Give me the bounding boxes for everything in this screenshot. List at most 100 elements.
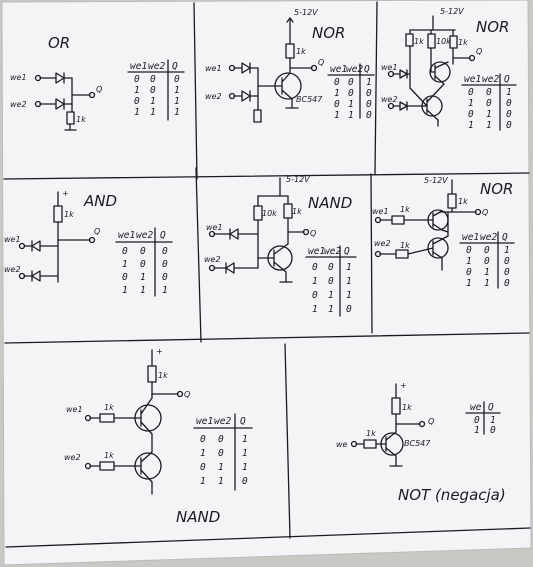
panel-and: AND + 1k we1 we2 Q we1 we2 Q 0 0 0 1 <box>4 189 173 297</box>
table-header: Q <box>502 232 508 243</box>
panel-nand-diode: NAND 5-12V 10k 1k we1 we2 Q w <box>204 175 357 317</box>
output-label: Q <box>482 208 488 217</box>
table-header: Q <box>160 230 166 241</box>
supply-label: + <box>400 381 407 390</box>
table-cell: 0 <box>348 88 354 99</box>
table-cell: 0 <box>466 267 472 278</box>
input-label: we1 <box>66 405 83 414</box>
table-cell: 0 <box>474 415 480 426</box>
table-cell: 1 <box>328 290 334 301</box>
table-cell: 1 <box>174 96 180 107</box>
table-cell: 1 <box>468 98 474 109</box>
table-cell: 1 <box>200 448 206 459</box>
table-cell: 1 <box>484 267 490 278</box>
table-cell: 1 <box>346 262 352 273</box>
table-cell: 0 <box>334 77 340 88</box>
table-cell: 1 <box>466 256 472 267</box>
nand-series-circuit <box>84 349 184 495</box>
table-cell: 0 <box>486 98 492 109</box>
panel-title: NAND <box>308 194 352 212</box>
truth-table: we1 we2 Q 0 0 1 1 0 1 0 1 1 1 1 0 <box>305 245 357 317</box>
table-cell: 1 <box>134 85 140 96</box>
table-cell: 1 <box>140 272 146 283</box>
table-cell: 0 <box>150 85 156 96</box>
table-cell: 0 <box>312 290 318 301</box>
supply-label: + <box>156 347 163 356</box>
resistor-label: 1k <box>296 47 306 56</box>
table-cell: 0 <box>140 259 146 270</box>
table-cell: 0 <box>506 98 512 109</box>
resistor-label: 10k <box>436 37 451 46</box>
table-header: Q <box>364 64 370 75</box>
resistor-label: 1k <box>64 210 74 219</box>
table-cell: 1 <box>504 245 510 256</box>
output-label: Q <box>476 47 482 56</box>
table-cell: 1 <box>174 107 180 118</box>
truth-table: we1 we2 Q 0 0 0 1 0 0 0 1 0 1 1 1 <box>115 227 173 297</box>
table-header: we1 <box>130 61 147 72</box>
table-cell: 1 <box>486 120 492 131</box>
table-cell: 0 <box>134 96 140 107</box>
table-cell: 0 <box>504 278 510 289</box>
table-cell: 1 <box>122 285 128 296</box>
supply-label: 5-12V <box>424 176 448 185</box>
table-cell: 0 <box>366 99 372 110</box>
table-header: we <box>470 402 482 413</box>
supply-label: + <box>62 189 69 198</box>
table-cell: 1 <box>218 476 224 487</box>
table-header: we2 <box>214 416 231 427</box>
table-header: we2 <box>480 232 497 243</box>
input-label: we2 <box>4 265 21 274</box>
panel-nor-parallel: NOR 5-12V 1k 1k 1k we1 we2 Q <box>372 176 515 289</box>
table-header: Q <box>504 74 510 85</box>
table-cell: 0 <box>200 462 206 473</box>
input-label: we2 <box>374 239 391 248</box>
input-label: we1 <box>381 63 398 72</box>
input-label: we2 <box>64 453 81 462</box>
table-cell: 0 <box>486 87 492 98</box>
resistor-label: 1k <box>458 38 468 47</box>
table-cell: 0 <box>328 262 334 273</box>
input-label: we1 <box>205 64 222 73</box>
resistor-label: 10k <box>262 209 277 218</box>
resistor-label: 1k <box>292 207 302 216</box>
table-header: we1 <box>308 246 325 257</box>
table-cell: 1 <box>348 99 354 110</box>
resistor-label: 1k <box>76 115 86 124</box>
table-header: we2 <box>324 246 341 257</box>
resistor-label: 1k <box>402 403 412 412</box>
table-cell: 0 <box>366 88 372 99</box>
table-header: we2 <box>148 61 165 72</box>
table-header: Q <box>240 416 246 427</box>
input-label: we1 <box>10 73 27 82</box>
table-cell: 0 <box>334 99 340 110</box>
supply-label: 5-12V <box>440 7 464 16</box>
table-cell: 1 <box>366 77 372 88</box>
table-cell: 0 <box>468 109 474 120</box>
table-cell: 0 <box>162 246 168 257</box>
table-cell: 0 <box>506 109 512 120</box>
table-cell: 1 <box>346 276 352 287</box>
input-label: we2 <box>204 255 221 264</box>
table-cell: 0 <box>504 256 510 267</box>
resistor-label: 1k <box>366 429 376 438</box>
truth-table: we1 we2 Q 0 0 1 1 0 0 0 1 0 1 1 0 <box>461 73 517 131</box>
table-cell: 1 <box>150 107 156 118</box>
table-header: we2 <box>482 74 499 85</box>
table-cell: 0 <box>134 74 140 85</box>
table-header: Q <box>344 246 350 257</box>
table-cell: 1 <box>312 304 318 315</box>
table-cell: 1 <box>348 110 354 121</box>
table-cell: 0 <box>218 434 224 445</box>
table-header: we2 <box>346 64 363 75</box>
not-circuit <box>350 383 426 467</box>
panel-title: NOT (negacja) <box>398 486 506 504</box>
resistor-label: 1k <box>104 403 114 412</box>
table-cell: 0 <box>484 245 490 256</box>
table-cell: 1 <box>328 304 334 315</box>
table-cell: 1 <box>346 290 352 301</box>
table-cell: 0 <box>468 87 474 98</box>
table-cell: 1 <box>242 434 248 445</box>
